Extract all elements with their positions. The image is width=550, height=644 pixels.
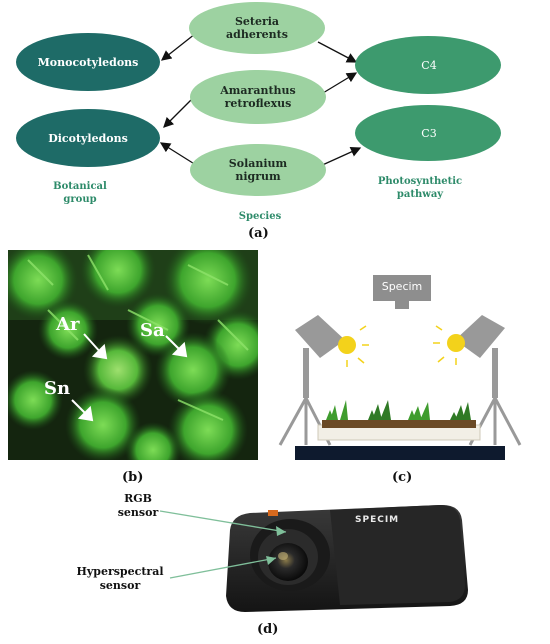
- camera-body: [226, 504, 468, 612]
- rgb-sensor-line1: RGB: [124, 492, 152, 505]
- arrow-seteria-c4: [317, 41, 358, 63]
- group-botanical-line2: group: [63, 194, 97, 205]
- plant-tray: [317, 424, 481, 441]
- panel-label-b: (b): [122, 470, 144, 485]
- plant-photo: Ar Sa Sn: [8, 250, 258, 460]
- group-species: Species: [238, 211, 282, 222]
- photo-label-sn: Sn: [44, 378, 71, 399]
- label-c4: C4: [421, 58, 437, 72]
- species-diagram: [16, 2, 501, 196]
- label-solanium: Solanium nigrum: [190, 150, 326, 190]
- lens-barrel: [250, 519, 330, 591]
- panel-label-a: (a): [248, 226, 269, 241]
- setup-base: [295, 446, 505, 460]
- label-seteria-line1: Seteria: [234, 15, 280, 28]
- label-solanium-line2: nigrum: [235, 170, 281, 183]
- node-solanium: [190, 144, 326, 196]
- label-monocotyledons: Monocotyledons: [37, 55, 139, 69]
- label-seteria: Seteria adherents: [189, 8, 325, 48]
- label-seteria-line2: adherents: [226, 28, 288, 41]
- arrow-solanium-dicots: [159, 142, 197, 166]
- node-c3: [355, 105, 501, 161]
- arrow-solanium-c3: [317, 147, 362, 168]
- node-dicotyledons: [16, 109, 160, 167]
- group-botanical-line1: Botanical: [53, 181, 107, 192]
- left-lamp: [278, 315, 369, 446]
- panel-label-d: (d): [257, 622, 279, 637]
- photo-label-sa: Sa: [140, 320, 165, 341]
- hyperspectral-arrow: [169, 557, 277, 579]
- plant-photo-art: [8, 250, 258, 460]
- rgb-sensor-line2: sensor: [117, 506, 159, 519]
- panel-label-c: (c): [392, 470, 413, 485]
- node-amaranthus: [190, 70, 326, 124]
- label-amaranthus-line2: retroflexus: [224, 97, 292, 110]
- group-photosynthetic-line2: pathway: [396, 189, 444, 200]
- tray-plants: [326, 400, 471, 420]
- group-botanical: Botanical group: [40, 180, 120, 206]
- node-seteria: [189, 2, 325, 54]
- photo-label-ar: Ar: [56, 314, 80, 335]
- rgb-sensor-arrow: [159, 510, 287, 533]
- setup-camera-label: Specim: [381, 280, 423, 293]
- rgb-sensor-label: RGB sensor: [108, 492, 168, 520]
- label-solanium-line1: Solanium: [228, 157, 288, 170]
- group-photosynthetic-line1: Photosynthetic: [377, 176, 463, 187]
- node-c4: [355, 36, 501, 94]
- hyperspectral-sensor-line1: Hyperspectral: [76, 565, 164, 578]
- camera-brand: SPECIM: [355, 515, 400, 525]
- hyperspectral-sensor-label: Hyperspectral sensor: [70, 565, 170, 593]
- label-amaranthus-line1: Amaranthus: [220, 84, 296, 97]
- right-lamp: [433, 315, 522, 446]
- label-amaranthus: Amaranthus retroflexus: [190, 77, 326, 117]
- label-dicotyledons: Dicotyledons: [48, 131, 128, 145]
- group-photosynthetic: Photosynthetic pathway: [365, 175, 475, 201]
- lens-glass: [268, 543, 308, 581]
- label-c3: C3: [421, 126, 437, 140]
- hyperspectral-sensor-line2: sensor: [99, 579, 141, 592]
- node-monocotyledons: [16, 33, 160, 91]
